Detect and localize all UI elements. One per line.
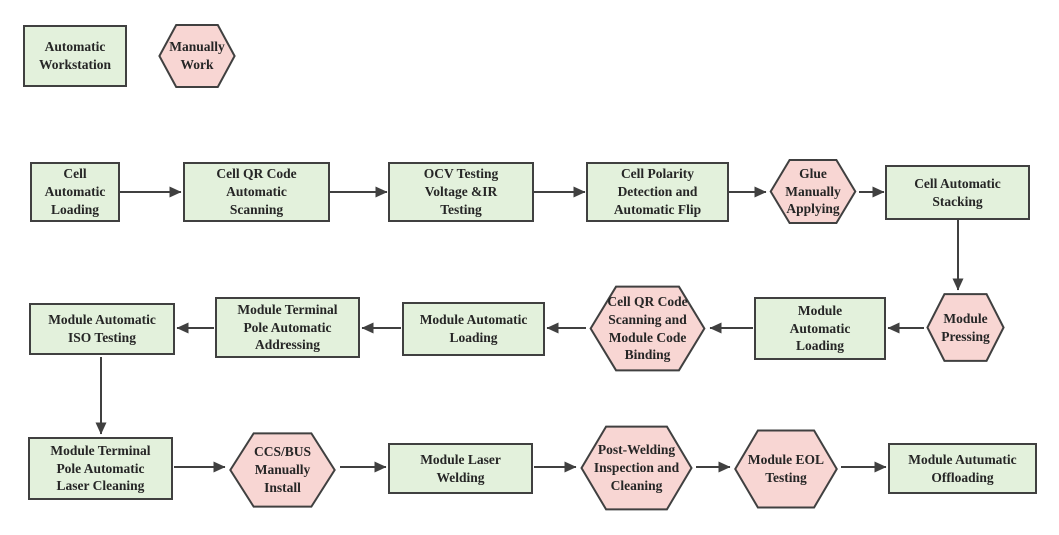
node-label: Cell QR Code Automatic Scanning <box>216 166 297 217</box>
node-module-pressing: Module Pressing <box>925 292 1006 363</box>
node-module-automatic-loading-right: Module Automatic Loading <box>754 297 886 360</box>
hexagon-shape <box>925 292 1006 363</box>
node-module-laser-welding: Module Laser Welding <box>388 443 533 494</box>
node-module-autumatic-offloading: Module Autumatic Offloading <box>888 443 1037 494</box>
node-module-automatic-iso-testing: Module Automatic ISO Testing <box>29 303 175 355</box>
node-ocv-testing-voltage-ir-testing: OCV Testing Voltage &IR Testing <box>388 162 534 222</box>
node-cell-qr-code-automatic-scanning: Cell QR Code Automatic Scanning <box>183 162 330 222</box>
hexagon-shape <box>587 284 708 373</box>
hexagon-shape <box>732 428 840 510</box>
node-label: Cell QR Code Scanning and Module Code Bi… <box>607 293 688 363</box>
node-label: Cell Automatic Stacking <box>914 175 1001 209</box>
node-label: Cell Polarity Detection and Automatic Fl… <box>613 166 702 217</box>
node-cell-qr-code-scanning-module-code-binding: Cell QR Code Scanning and Module Code Bi… <box>587 284 708 373</box>
node-label: CCS/BUS Manually Install <box>253 444 312 495</box>
hexagon-shape <box>227 431 338 509</box>
node-label: Module Autumatic Offloading <box>908 451 1017 485</box>
node-module-eol-testing: Module EOL Testing <box>732 428 840 510</box>
legend-manual-label: Manually Work <box>169 39 225 72</box>
node-label: Post-Welding Inspection and Cleaning <box>593 442 680 493</box>
node-label: Module EOL Testing <box>747 452 825 485</box>
node-label: Glue Manually Applying <box>785 165 841 217</box>
node-post-welding-inspection-cleaning: Post-Welding Inspection and Cleaning <box>578 424 695 512</box>
hexagon-shape <box>157 23 237 89</box>
node-module-automatic-loading-mid: Module Automatic Loading <box>402 302 545 356</box>
node-label: OCV Testing Voltage &IR Testing <box>423 166 499 217</box>
hexagon-shape <box>768 158 858 225</box>
legend-automatic-workstation: Automatic Workstation <box>23 25 127 87</box>
node-label: Module Laser Welding <box>420 451 501 485</box>
node-module-terminal-pole-automatic-addressing: Module Terminal Pole Automatic Addressin… <box>215 297 360 358</box>
node-glue-manually-applying: Glue Manually Applying <box>768 158 858 225</box>
node-cell-polarity-detection-automatic-flip: Cell Polarity Detection and Automatic Fl… <box>586 162 729 222</box>
node-label: Module Automatic Loading <box>419 312 528 345</box>
node-label: Module Terminal Pole Automatic Addressin… <box>237 301 338 353</box>
node-label: Module Terminal Pole Automatic Laser Cle… <box>50 442 151 494</box>
legend-manually-work: Manually Work <box>157 23 237 89</box>
node-label: Module Pressing <box>941 310 990 344</box>
node-label: Cell Automatic Loading <box>44 166 106 217</box>
node-label: Module Automatic Loading <box>789 302 851 354</box>
legend-automatic-label: Automatic Workstation <box>38 39 111 72</box>
node-module-terminal-pole-automatic-laser-cleaning: Module Terminal Pole Automatic Laser Cle… <box>28 437 173 500</box>
node-cell-automatic-stacking: Cell Automatic Stacking <box>885 165 1030 220</box>
node-cell-automatic-loading: Cell Automatic Loading <box>30 162 120 222</box>
node-ccs-bus-manually-install: CCS/BUS Manually Install <box>227 431 338 509</box>
node-label: Module Automatic ISO Testing <box>48 312 156 345</box>
hexagon-shape <box>578 424 695 512</box>
